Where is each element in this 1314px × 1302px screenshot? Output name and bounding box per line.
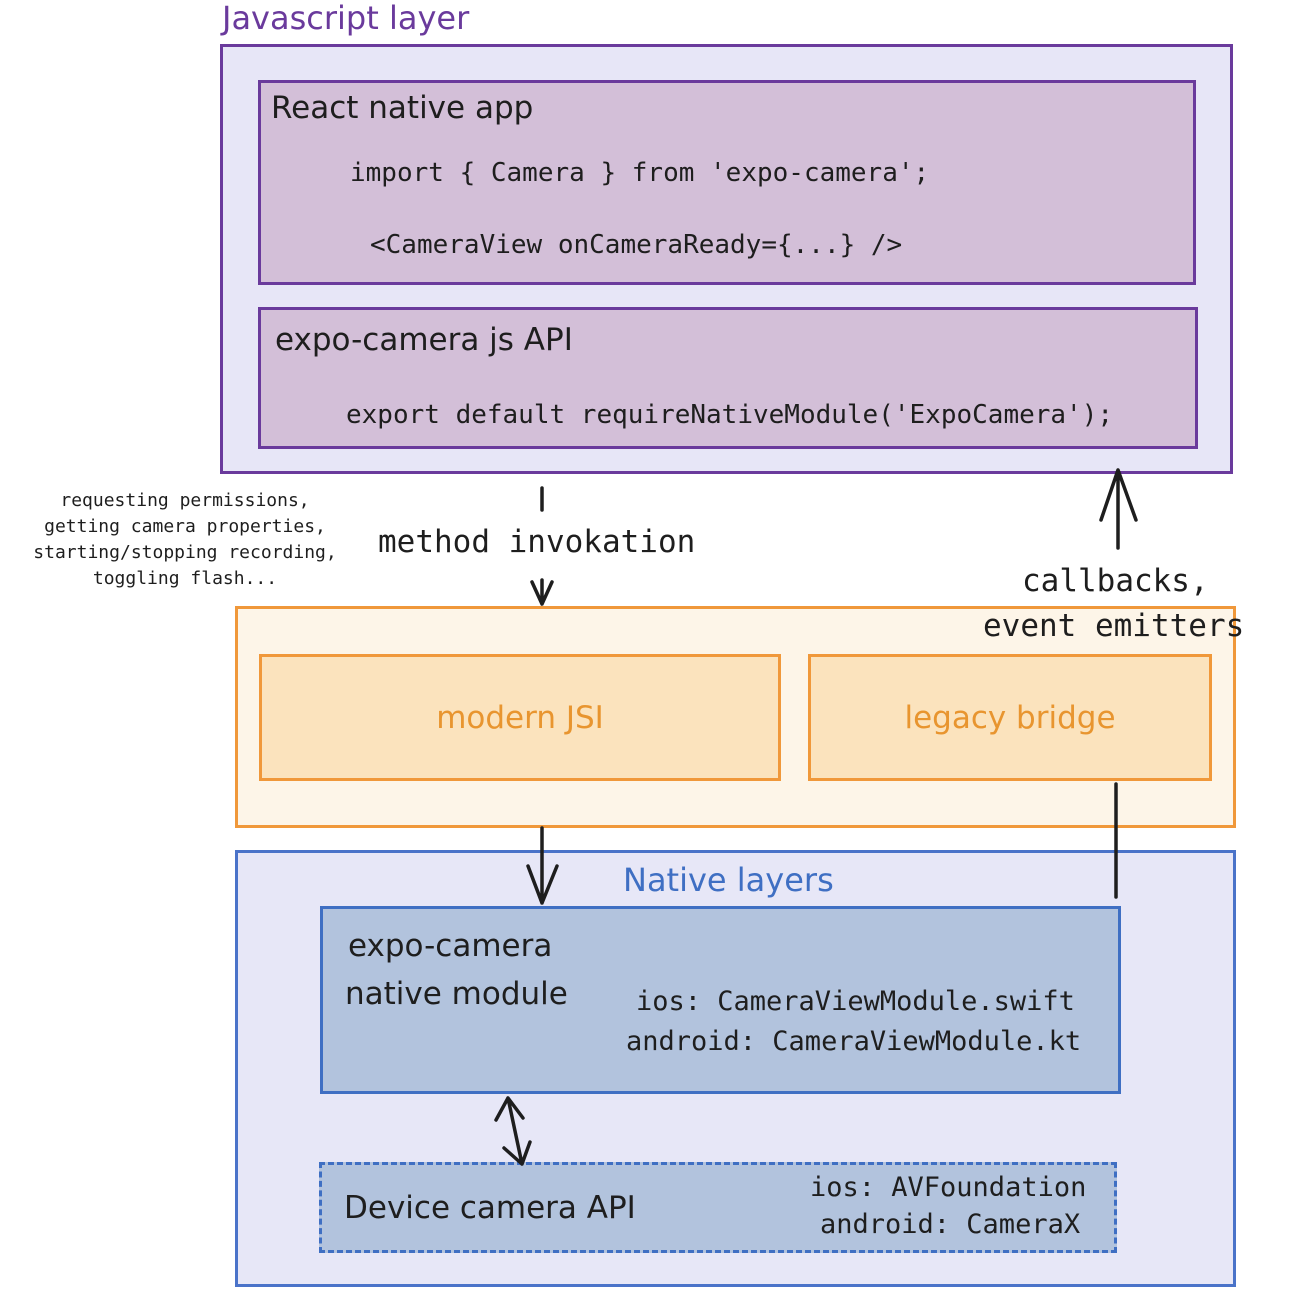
examples-line: toggling flash... [92, 568, 278, 589]
modern-jsi-label: modern JSI [436, 699, 604, 736]
react-app-import-code: import { Camera } from 'expo-camera'; [350, 158, 930, 188]
js-layer-title: Javascript layer [222, 0, 470, 37]
device-camera-api-title: Device camera API [344, 1190, 636, 1226]
expo-camera-js-api-box [258, 307, 1198, 449]
device-camera-api-box [319, 1162, 1117, 1253]
legacy-bridge-box: legacy bridge [808, 654, 1212, 781]
expo-camera-js-api-title: expo-camera js API [275, 322, 573, 358]
expo-camera-native-module-box [320, 906, 1121, 1094]
callbacks-arrow [1099, 468, 1138, 550]
jsi-to-native-arrow [526, 826, 559, 905]
examples-line: requesting permissions, [60, 490, 310, 511]
react-app-jsx-code: <CameraView onCameraReady={...} /> [370, 230, 903, 260]
examples-note: requesting permissions, getting camera p… [20, 488, 350, 592]
examples-line: getting camera properties, [44, 516, 326, 537]
event-emitters-label: event emitters [983, 608, 1245, 644]
modern-jsi-box: modern JSI [259, 654, 781, 781]
native-module-ios-file: ios: CameraViewModule.swift [636, 986, 1075, 1017]
method-invocation-arrowhead [530, 578, 554, 606]
native-layer-title: Native layers [623, 861, 834, 899]
native-device-bidirectional-arrow [494, 1096, 532, 1166]
legacy-bridge-label: legacy bridge [904, 699, 1116, 736]
native-module-title-line-1: expo-camera [348, 928, 553, 964]
react-native-app-box [258, 80, 1196, 285]
native-module-android-file: android: CameraViewModule.kt [626, 1026, 1082, 1057]
device-ios-framework: ios: AVFoundation [810, 1172, 1087, 1203]
examples-line: starting/stopping recording, [33, 542, 337, 563]
js-api-export-code: export default requireNativeModule('Expo… [346, 400, 1114, 430]
native-module-title-line-2: native module [345, 976, 568, 1012]
callbacks-label: callbacks, [1022, 563, 1209, 599]
react-native-app-title: React native app [271, 90, 534, 126]
method-invocation-label: method invokation [378, 524, 696, 560]
device-android-framework: android: CameraX [820, 1209, 1081, 1240]
